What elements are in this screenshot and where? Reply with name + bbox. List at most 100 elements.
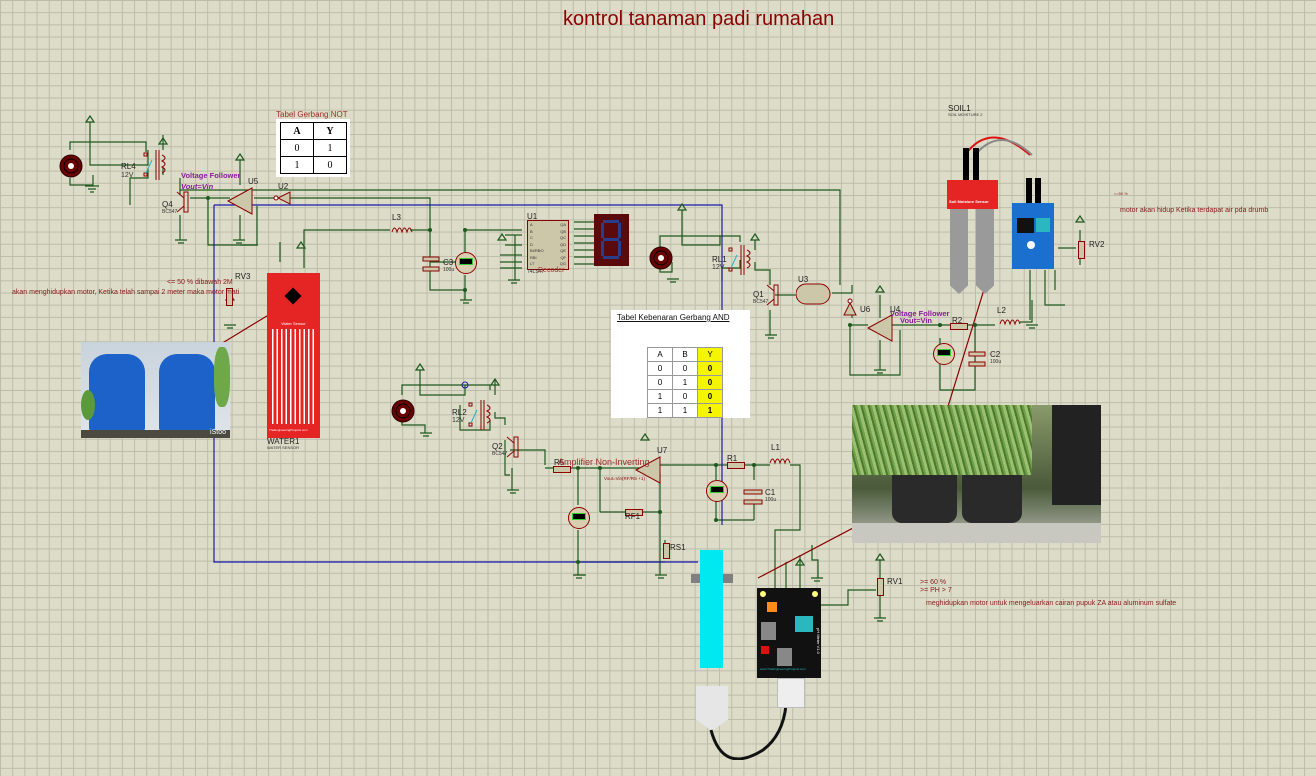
resistor-r2-icon [950,323,968,330]
ph-connector [777,678,805,708]
relay-rl2-icon [468,400,491,430]
tanks-watermark: iStoo [210,429,226,436]
rl1-name: RL1 [712,255,727,264]
voltmeter-1 [455,252,477,274]
opamp-u7-icon [634,456,661,484]
u3-name: U3 [798,275,809,284]
and-gate-u3-icon [796,283,831,305]
water-sensor-footer: TheEngineeringProjects.com [269,428,308,432]
r5-name: R5 [554,458,565,467]
l3-name: L3 [392,213,401,222]
soil-pin-1 [963,148,969,180]
resistor-rf1-icon [625,509,643,516]
soil-pin-3 [1026,178,1032,208]
wire-rl1 [659,210,741,280]
wire-l2 [975,270,1065,326]
voltmeter-2 [933,343,955,365]
r2-name: R2 [952,316,963,325]
wire-rv2 [1058,230,1081,265]
c2-value: 100u [990,359,1002,365]
l1-name: L1 [771,443,780,452]
water-sensor-board: Water Sensor TheEngineeringProjects.com [267,273,320,438]
c2-name: C2 [990,350,1001,359]
rf1-name: RF1 [625,512,641,521]
ph-board-footer: www.TheEngineeringProjects.com [760,667,806,671]
rl4-value: 12V [121,172,134,179]
u1-caption: Decoder [538,267,565,274]
q2-name: Q2 [492,442,503,451]
q1-value: BC547 [753,299,769,305]
rv2-name: RV2 [1089,240,1105,249]
wire-c3 [464,229,522,300]
wire-u1-out [574,221,595,265]
vout-label-2: Vout=Vin [900,316,933,325]
u1-value: 74LS47 [527,269,545,275]
amplifier-label: Amplifier Non-Inverting [558,457,650,467]
wire-rv1 [820,560,881,618]
relay-rl4-icon [143,150,166,180]
inductor-l1-icon [769,458,791,465]
water-tanks-photo: iStoo [81,342,230,438]
wire-rl2 [401,370,491,433]
soil-sensor-cable [964,136,1033,156]
water-sensor-label: Water Sensor [281,321,306,326]
motor-3-icon [391,399,415,423]
resistor-r1-icon [727,462,745,469]
rl1-value: 12V [712,264,725,271]
relay-rl1-icon [728,245,751,275]
rv1-name: RV1 [887,577,903,586]
wire-l1-ph [754,464,819,590]
resistor-r5-icon [553,466,571,473]
potentiometer-rv2[interactable] [1078,241,1085,259]
wire-blue-bus [213,204,723,563]
wire-top-bus [180,189,841,285]
rv3-name: RV3 [235,272,251,281]
c1-name: C1 [765,488,776,497]
potentiometer-rv3[interactable] [226,288,233,306]
soil-moisture-probe: Soil Moisture Sensor [947,180,998,209]
soil1-value: SOIL MOISTURE 2 [948,112,983,117]
u5-name: U5 [248,177,259,186]
soil-probe-leg-2 [976,209,994,294]
water-threshold-note: <= 50 % dibawah 2M [167,279,233,286]
inductor-l3-icon [391,227,413,234]
not-table-caption: Tabel Gerbang NOT [276,110,348,119]
inductor-l2-icon [999,319,1021,326]
potentiometer-rv1[interactable] [877,578,884,596]
l2-name: L2 [997,306,1006,315]
u1-name: U1 [527,212,538,221]
ph-meter-board: pH Meter V1.0 www.TheEngineeringProjects… [757,588,821,678]
rl4-name: RL4 [121,162,136,171]
u4-name: U4 [890,305,901,314]
opamp-u4-icon [866,314,893,342]
q1-name: Q1 [753,290,764,299]
motor-1-icon [59,154,83,178]
r1-name: R1 [727,454,738,463]
vout-label-1: Vout=Vin [181,182,214,191]
soil-pin-4 [1035,178,1041,208]
q2-value: BC547 [492,451,508,457]
wire-rl4 [69,122,149,205]
rs1-name: RS1 [670,543,686,552]
seven-segment-display [594,214,629,266]
soil-description-note: motor akan hidup Ketika terdapat air pda… [1120,207,1269,214]
soil-threshold-note: <=50 % [1114,191,1128,196]
water1-name: WATER1 [267,437,300,446]
rl2-value: 12V [452,417,465,424]
wire-q2 [494,380,546,490]
soil-sensor-label: Soil Moisture Sensor [949,199,989,204]
soil1-name: SOIL1 [948,104,971,113]
ph-probe-cable [709,704,788,760]
schematic-title: kontrol tanaman padi rumahan [563,8,835,30]
